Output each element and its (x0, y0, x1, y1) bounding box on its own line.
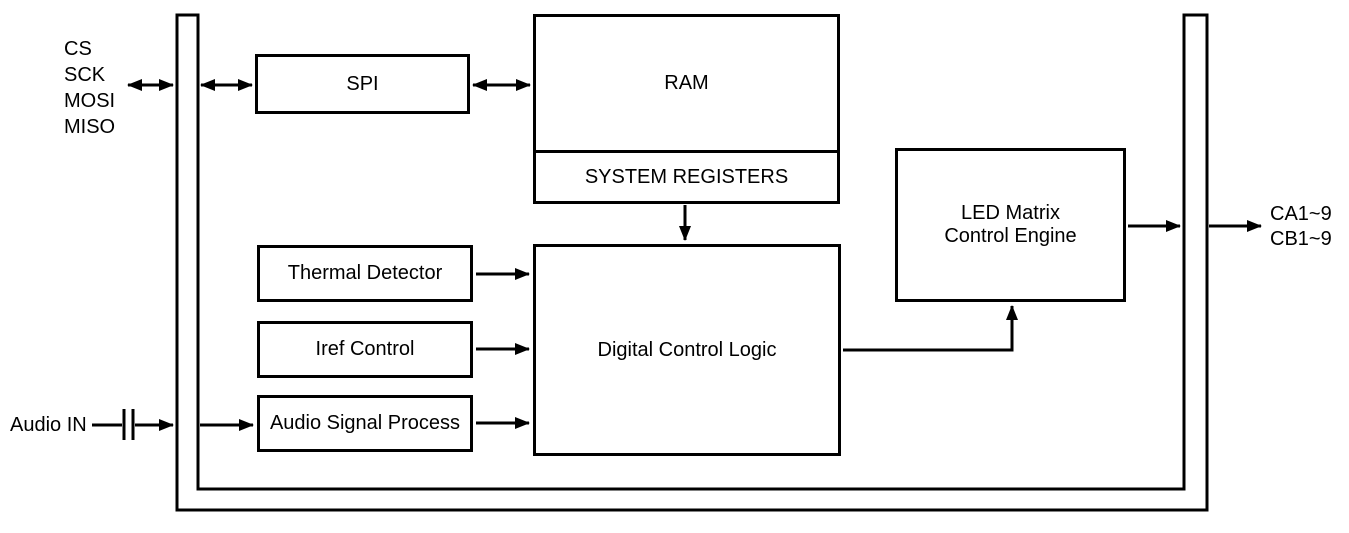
pin-label-ca: CA1~9 (1270, 203, 1332, 225)
chip-boundary-rail (175, 13, 1209, 512)
pin-label-cb: CB1~9 (1270, 228, 1332, 250)
system-registers-section: SYSTEM REGISTERS (536, 150, 837, 201)
output-pin-labels: CA1~9 CB1~9 (1270, 202, 1332, 252)
pin-label-sck: SCK (64, 64, 106, 86)
ram-label: RAM (664, 72, 709, 94)
audio-signal-process-block: Audio Signal Process (257, 395, 473, 452)
pin-label-cs: CS (64, 38, 92, 60)
pin-label-mosi: MOSI (64, 90, 116, 112)
digital-control-logic-label: Digital Control Logic (597, 338, 777, 361)
audio-signal-process-label: Audio Signal Process (269, 412, 461, 434)
ram-section: RAM (536, 17, 837, 150)
iref-control-label: Iref Control (315, 338, 415, 360)
led-matrix-label-line1: LED Matrix (961, 202, 1060, 224)
spi-block-label: SPI (346, 72, 379, 95)
capacitor-symbol (122, 409, 135, 440)
iref-control-block: Iref Control (257, 321, 473, 378)
ram-block: RAM SYSTEM REGISTERS (533, 14, 840, 204)
led-matrix-control-engine-block: LED Matrix Control Engine (895, 148, 1126, 302)
spi-block: SPI (255, 54, 470, 114)
thermal-detector-label: Thermal Detector (287, 262, 443, 284)
system-registers-label: SYSTEM REGISTERS (584, 165, 789, 188)
led-matrix-label-line2: Control Engine (944, 225, 1077, 247)
pin-label-miso: MISO (64, 116, 116, 138)
logic-to-led-engine-arrow (843, 305, 1018, 352)
spi-pin-labels: CS SCK MOSI MISO (64, 36, 115, 140)
thermal-detector-block: Thermal Detector (257, 245, 473, 302)
digital-control-logic-block: Digital Control Logic (533, 244, 841, 456)
audio-in-pin-label: Audio IN (10, 414, 87, 436)
